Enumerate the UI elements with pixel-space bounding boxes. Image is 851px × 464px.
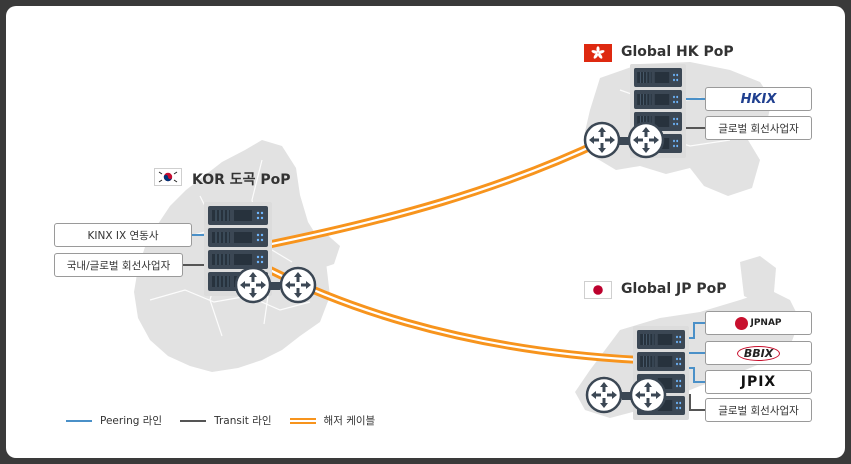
legend-item-peering: Peering 라인 [66,413,162,428]
legend-item-cable: 해저 케이블 [289,413,376,428]
jpnap-logo-box: JPNAP [705,311,812,335]
kor-pop-title: KOR 도곡 PoP [192,172,291,188]
hk-transit-label: 글로벌 회선사업자 [705,116,812,140]
legend-peering-swatch [66,419,92,422]
hk-router-1 [583,121,621,159]
bbix-logo: BBIX [736,345,781,361]
jp-peering-line-1 [685,322,705,339]
jpix-logo: JPIX [740,374,777,390]
legend-transit-swatch [180,419,207,422]
hkix-logo-box: HKIX [705,87,812,111]
legend-item-transit: Transit 라인 [180,413,272,428]
submarine-cable-hk [258,136,609,250]
korea-flag-icon [154,168,182,186]
japan-flag-icon [584,281,612,299]
legend-transit-label: Transit 라인 [214,415,272,427]
hk-pop-title: Global HK PoP [621,44,734,60]
jp-router-2 [629,376,667,414]
hk-router-2 [627,121,665,159]
kor-peering-label: KINX IX 연동사 [54,223,192,247]
kor-transit-label: 국내/글로벌 회선사업자 [54,253,183,277]
kor-router-2 [279,266,317,304]
jp-router-1 [585,376,623,414]
jp-pop-title: Global JP PoP [621,281,727,297]
hong-kong-flag-icon [584,44,612,62]
jpnap-logo: JPNAP [750,318,782,328]
jpix-logo-box: JPIX [705,370,812,394]
legend-cable-label: 해저 케이블 [323,415,376,427]
legend-peering-label: Peering 라인 [100,415,163,427]
legend-cable-swatch [289,417,316,424]
jpnap-j-icon [735,316,749,330]
legend: Peering 라인 Transit 라인 해저 케이블 [66,413,375,428]
jp-transit-label: 글로벌 회선사업자 [705,398,812,422]
kor-router-1 [234,266,272,304]
bbix-logo-box: BBIX [705,341,812,365]
jp-peering-line-3 [685,367,705,383]
hkix-logo: HKIX [740,91,777,107]
